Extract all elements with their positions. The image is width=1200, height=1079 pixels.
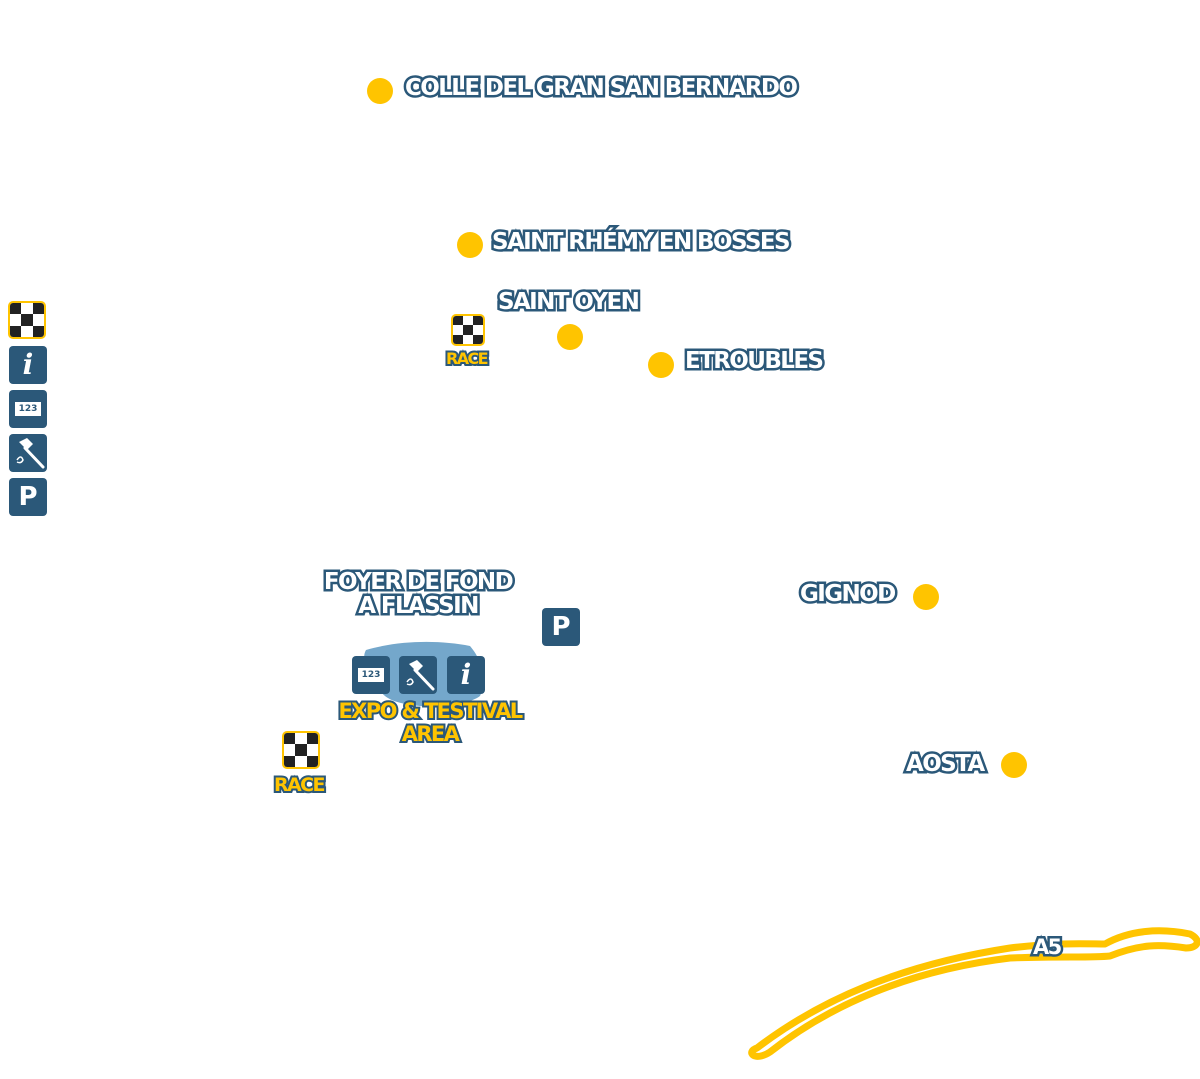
place-dot[interactable] xyxy=(648,352,674,378)
place-dot[interactable] xyxy=(457,232,483,258)
venue-label-foyer-de-fond[interactable]: FOYER DE FOND A FLASSIN xyxy=(318,568,518,621)
race-label: RACE xyxy=(444,349,491,369)
info-icon[interactable]: i xyxy=(447,656,485,694)
place-dot[interactable] xyxy=(557,324,583,350)
ski-wax-glyph xyxy=(16,438,45,469)
legend-bib-number-icon[interactable]: 123 xyxy=(9,390,47,428)
race-checkered-flag-icon[interactable] xyxy=(282,731,320,769)
legend-checkered-flag-icon[interactable] xyxy=(8,301,46,339)
highway-label-a5[interactable]: A5 xyxy=(1031,934,1065,960)
place-label-saint-oyen[interactable]: SAINT OYEN xyxy=(495,288,642,316)
expo-line-1: EXPO & TESTIVAL xyxy=(336,698,525,725)
bib-number-text: 123 xyxy=(15,402,41,416)
place-dot[interactable] xyxy=(913,584,939,610)
parking-glyph: P xyxy=(551,612,571,642)
venue-line-1: FOYER DE FOND xyxy=(321,568,516,597)
place-label-gignod[interactable]: GIGNOD xyxy=(798,580,899,608)
place-label-aosta[interactable]: AOSTA xyxy=(904,750,988,778)
place-label-colle-del-gran-san-bernardo[interactable]: COLLE DEL GRAN SAN BERNARDO xyxy=(402,74,800,102)
place-dot[interactable] xyxy=(367,78,393,104)
legend-info-icon[interactable]: i xyxy=(9,346,47,384)
info-glyph: i xyxy=(460,658,472,691)
expo-area-label[interactable]: EXPO & TESTIVAL AREA xyxy=(330,698,530,748)
ski-wax-glyph xyxy=(406,660,435,691)
parking-icon[interactable]: P xyxy=(542,608,580,646)
race-label: RACE xyxy=(272,774,327,797)
legend-ski-wax-icon[interactable] xyxy=(9,434,47,472)
place-dot[interactable] xyxy=(1001,752,1027,778)
bib-number-icon[interactable]: 123 xyxy=(352,656,390,694)
legend-parking-icon[interactable]: P xyxy=(9,478,47,516)
ski-wax-icon[interactable] xyxy=(399,656,437,694)
place-label-etroubles[interactable]: ETROUBLES xyxy=(682,347,826,375)
bib-number-text: 123 xyxy=(358,668,384,682)
venue-line-2: A FLASSIN xyxy=(356,592,482,621)
expo-line-2: AREA xyxy=(400,721,462,748)
race-checkered-flag-icon[interactable] xyxy=(451,314,485,346)
parking-glyph: P xyxy=(18,482,38,512)
place-label-saint-rhemy-en-bosses[interactable]: SAINT RHÉMY EN BOSSES xyxy=(490,228,794,256)
info-glyph: i xyxy=(22,348,34,381)
